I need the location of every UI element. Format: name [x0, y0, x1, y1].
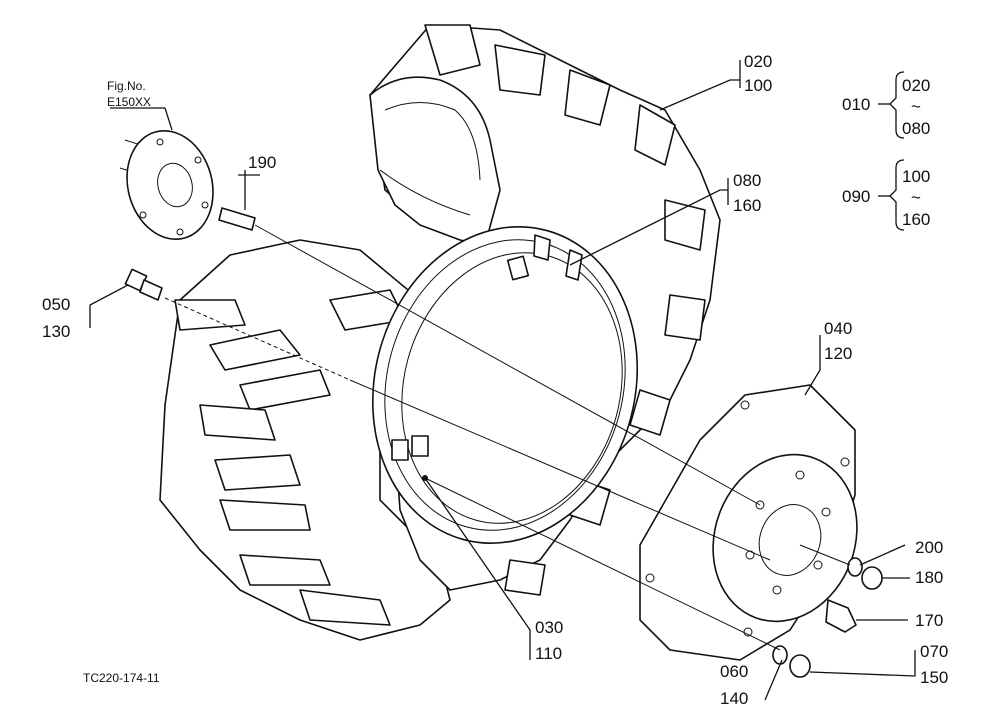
- group-090-bottom: 160: [902, 210, 930, 229]
- wheel-rim: [371, 226, 639, 544]
- hub-flange: [119, 129, 214, 241]
- group-010-label: 010: [842, 95, 870, 114]
- bolt-170: [825, 599, 857, 633]
- callout-050: 050: [42, 295, 70, 314]
- callout-110: 110: [535, 644, 562, 663]
- bolt-050: [124, 268, 163, 301]
- figure-ref-title: Fig.No.: [107, 79, 146, 93]
- washer-060: [772, 645, 788, 665]
- callout-040: 040: [824, 319, 852, 338]
- wheel-disc: [639, 384, 858, 661]
- stud-190: [218, 207, 256, 231]
- callout-070: 070: [920, 642, 948, 661]
- callout-130: 130: [42, 322, 70, 341]
- callout-190: 190: [248, 153, 276, 172]
- nut-070: [789, 654, 811, 678]
- callout-120: 120: [824, 344, 852, 363]
- group-010-bottom: 080: [902, 119, 930, 138]
- callout-100: 100: [744, 76, 772, 95]
- group-090-top: 100: [902, 167, 930, 186]
- tire-front-lugs: [159, 239, 451, 641]
- group-090-label: 090: [842, 187, 870, 206]
- callout-140: 140: [720, 689, 748, 708]
- callout-020: 020: [744, 52, 772, 71]
- nut-180: [861, 566, 883, 590]
- callout-160: 160: [733, 196, 761, 215]
- leader-lines: [89, 60, 916, 701]
- callout-060: 060: [720, 662, 748, 681]
- callout-030: 030: [535, 618, 563, 637]
- callout-150: 150: [920, 668, 948, 687]
- group-bracket-010: [878, 71, 905, 139]
- drawing-code: TC220-174-11: [83, 671, 160, 685]
- assembly-lines: [164, 224, 851, 651]
- figure-ref-code: E150XX: [107, 95, 151, 109]
- group-bracket-090: [878, 159, 905, 231]
- group-010-top: 020: [902, 76, 930, 95]
- callout-180: 180: [915, 568, 943, 587]
- callout-170: 170: [915, 611, 943, 630]
- callout-080: 080: [733, 171, 761, 190]
- washer-200: [847, 557, 863, 577]
- group-010-tilde: ~: [911, 97, 921, 116]
- group-090-tilde: ~: [911, 188, 921, 207]
- callout-200: 200: [915, 538, 943, 557]
